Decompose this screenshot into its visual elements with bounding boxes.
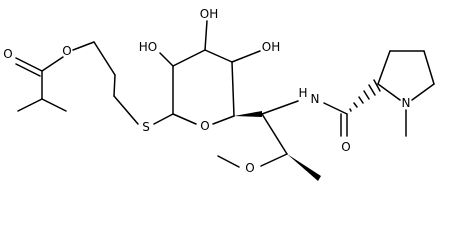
hash-2 bbox=[353, 102, 358, 108]
bond-c4-hydroxyl bbox=[231, 50, 261, 63]
pyrrolidine-nitrogen-label: N bbox=[402, 96, 411, 110]
bond-ch2-ch2 bbox=[93, 41, 116, 76]
bond-nh-to-carbonyl-c bbox=[323, 102, 348, 115]
hash-1 bbox=[349, 108, 352, 112]
bond-isopropyl-left-methyl bbox=[17, 98, 43, 112]
hydroxyl-right-label: OH bbox=[262, 40, 280, 54]
bond-methoxy-o-to-ch3 bbox=[217, 155, 240, 168]
bond-ring-c4-c5 bbox=[231, 61, 235, 117]
hydroxyl-left-label: HO bbox=[139, 40, 157, 54]
bond-ring-o-c1 bbox=[172, 113, 197, 125]
bond-o-to-ch2 bbox=[72, 41, 95, 51]
bond-pyr-c5-n bbox=[411, 83, 435, 101]
bond-pyr-c4-c5 bbox=[423, 50, 435, 85]
bond-pyr-c2-c3 bbox=[377, 50, 391, 85]
bond-c2-hydroxyl bbox=[159, 52, 174, 67]
hash-6 bbox=[373, 79, 381, 92]
amide-oxygen-label: O bbox=[341, 140, 350, 154]
hydroxyl-top-label: OH bbox=[200, 7, 218, 21]
ring-oxygen-label: O bbox=[200, 119, 209, 133]
amide-hydrogen-label: H bbox=[298, 86, 307, 100]
bond-pyr-n-c2 bbox=[377, 83, 401, 101]
side-chain: O bbox=[217, 100, 321, 181]
prolinamide-group: H N O N bbox=[298, 50, 435, 154]
bond-ch2-to-s-lower bbox=[113, 95, 139, 125]
bond-ring-c5-o bbox=[212, 115, 235, 125]
bond-ring-c3-c4 bbox=[204, 49, 233, 63]
ester-oxygen-label: O bbox=[62, 44, 71, 58]
bond-ester-carbonyl-a bbox=[15, 57, 43, 72]
sulfur-label: S bbox=[142, 120, 150, 134]
bond-ring-c2-c3 bbox=[172, 49, 206, 67]
bond-c6-to-c7 bbox=[261, 113, 288, 155]
wedge-c5-to-c6 bbox=[234, 111, 262, 117]
hash-3 bbox=[358, 96, 364, 104]
bond-c7-to-methoxy-o bbox=[260, 153, 288, 167]
pyranose-ring: O HO OH OH bbox=[139, 7, 280, 133]
bond-ester-to-o bbox=[41, 56, 64, 72]
hash-4 bbox=[363, 90, 370, 100]
hash-5 bbox=[368, 84, 376, 96]
wedge-c7-to-methyl bbox=[287, 154, 321, 181]
hashed-wedge-to-pyrrolidine bbox=[349, 79, 381, 112]
ethyl-thio-linker: S bbox=[72, 41, 174, 134]
methoxy-oxygen-label: O bbox=[245, 161, 254, 175]
bond-ester-carbonyl-b bbox=[15, 63, 41, 77]
isobutyrate-ester-group: O O bbox=[3, 44, 72, 112]
bond-c6-to-nh bbox=[261, 100, 299, 115]
bond-ch2-to-s bbox=[113, 74, 116, 97]
bond-c3-hydroxyl bbox=[204, 20, 208, 51]
bond-s-to-anomeric-c bbox=[153, 113, 174, 125]
ester-carbonyl-oxygen-label: O bbox=[3, 47, 12, 61]
chemical-structure-diagram: O O S O HO OH OH O bbox=[3, 7, 435, 181]
amide-nitrogen-label: N bbox=[311, 92, 320, 106]
bond-isopropyl-right-methyl bbox=[41, 98, 67, 112]
